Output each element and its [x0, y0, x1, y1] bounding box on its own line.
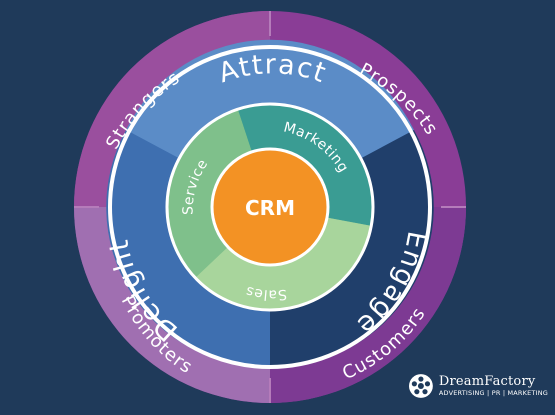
logo-name: DreamFactory: [438, 374, 536, 390]
svg-text:Sales: Sales: [244, 282, 288, 302]
dreamfactory-logo: DreamFactory ADVERTISING | PR | MARKETIN…: [408, 371, 548, 401]
film-reel-icon: [408, 374, 433, 398]
crm-label: CRM: [245, 196, 295, 220]
crm-center-circle: [210, 147, 330, 267]
logo-tagline: ADVERTISING | PR | MARKETING: [438, 389, 548, 398]
sales-label: Sales: [244, 282, 287, 302]
